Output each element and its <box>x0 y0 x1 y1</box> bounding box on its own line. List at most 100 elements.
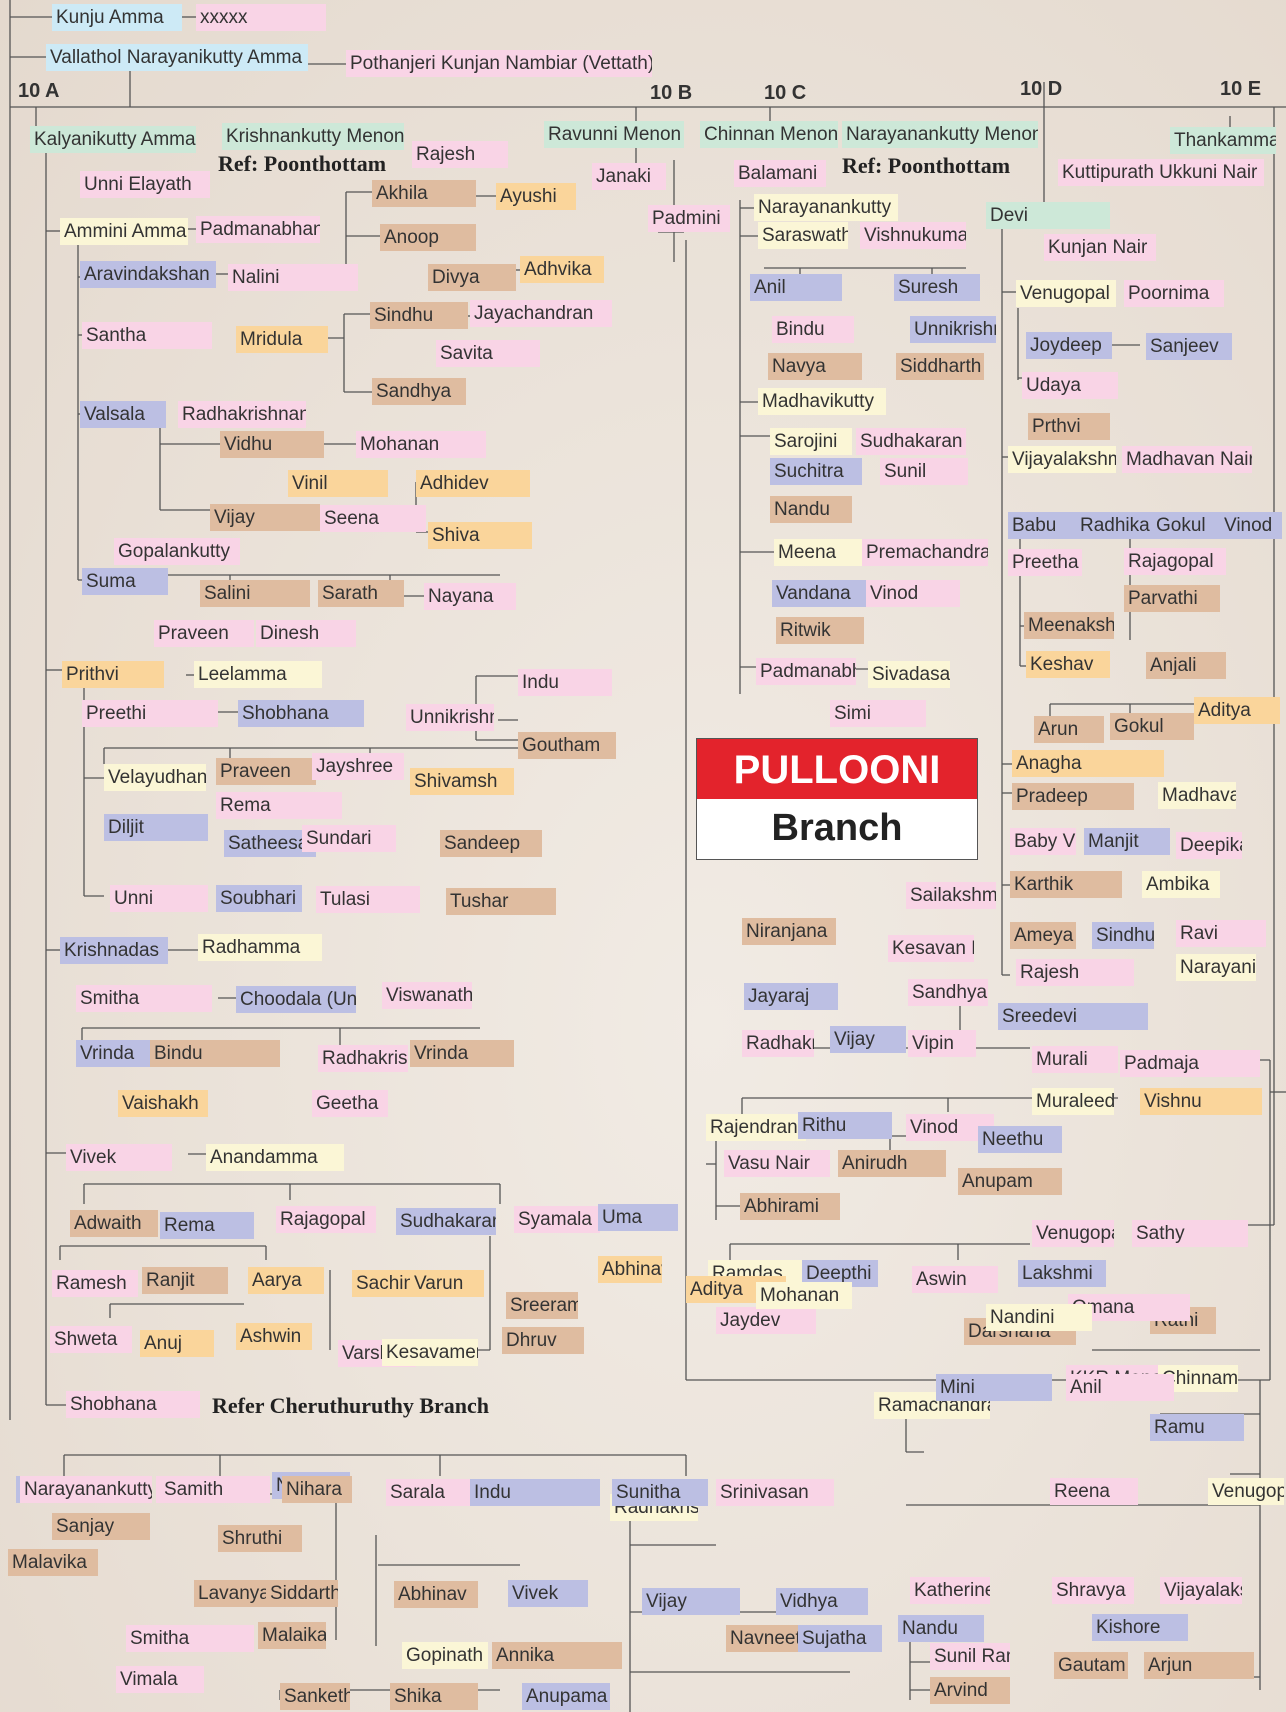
person-node: Leelamma <box>194 661 322 688</box>
person-node: Vijay <box>210 504 320 531</box>
person-node: Thankamma <box>1170 127 1276 154</box>
person-node: Santha <box>82 322 212 349</box>
person-node: Prithvi <box>62 661 164 688</box>
person-node: Shobhana <box>66 1391 200 1418</box>
person-node: Adwaith <box>70 1210 158 1237</box>
person-node: Srinivasan <box>716 1479 834 1506</box>
person-node: Sarath <box>318 580 404 607</box>
person-node: Geetha <box>312 1090 388 1117</box>
person-node: Gopinath <box>402 1642 488 1669</box>
person-node: Abhirami <box>740 1193 840 1220</box>
person-node: Vivek <box>66 1144 172 1171</box>
person-node: Adhvika <box>520 256 604 283</box>
person-node: Radhamma <box>198 934 322 961</box>
person-node: Vijayalakshmi <box>1160 1577 1242 1604</box>
person-node: Divya <box>428 264 516 291</box>
person-node: Sundari <box>302 825 396 852</box>
person-node: Dinesh <box>256 620 356 647</box>
person-node: Ritwik <box>776 617 864 644</box>
branch-subtitle: Branch <box>771 807 903 849</box>
person-node: Narayanikutty <box>1176 954 1256 981</box>
person-node: Reena <box>1050 1478 1138 1505</box>
person-node: Vinil <box>288 470 388 497</box>
person-node: Sivadasan <box>868 661 950 688</box>
person-node: Premachandran <box>862 539 988 566</box>
person-node: Nandu <box>770 496 852 523</box>
person-node: Abhinav <box>394 1581 478 1608</box>
person-node: Uma <box>598 1204 678 1231</box>
person-node: Babu <box>1008 512 1084 539</box>
person-node: Krishnadas <box>60 937 168 964</box>
person-node: Niranjana <box>742 918 836 945</box>
person-node: Gautam <box>1054 1652 1128 1679</box>
person-node: Unni <box>110 885 208 912</box>
person-node: Rithu <box>798 1112 892 1139</box>
person-node: Sunil Ramdas <box>930 1643 1010 1670</box>
person-node: Jayaraj <box>744 983 838 1010</box>
person-node: Vishnukumar <box>860 222 966 249</box>
person-node: Anuj <box>140 1330 214 1357</box>
person-node: Smitha <box>76 985 212 1012</box>
person-node: Navya <box>768 353 862 380</box>
person-node: Bindu <box>772 316 854 343</box>
person-node: Sandhya <box>372 378 466 405</box>
person-node: Sarojini <box>770 428 852 455</box>
person-node: Narayanankutty <box>20 1476 152 1503</box>
person-node: Baby Vinodini <box>1010 828 1076 855</box>
person-node: Gokul <box>1110 713 1194 740</box>
person-node: Meenakshi <box>1024 612 1114 639</box>
person-node: Abhinav <box>598 1256 662 1283</box>
person-node: Madhavankutty <box>1158 782 1236 809</box>
person-node: Ravunni Menon <box>544 121 684 148</box>
person-node: Rajesh <box>1016 959 1134 986</box>
person-node: Goutham <box>518 732 616 759</box>
person-node: Shobhana <box>238 700 364 727</box>
person-node: Kunjan Nair <box>1044 234 1156 261</box>
person-node: Anjali <box>1146 652 1226 679</box>
person-node: Ashwin <box>236 1323 312 1350</box>
person-node: Shweta <box>50 1326 132 1353</box>
person-node: Sreedevi <box>998 1003 1148 1030</box>
person-node: Satheesan <box>224 830 316 857</box>
person-node: Vrinda <box>410 1040 514 1067</box>
person-node: Radhakrishnan <box>742 1030 814 1057</box>
person-node: Arjun <box>1144 1652 1254 1679</box>
person-node: Shika <box>390 1683 478 1710</box>
person-node: Manjit <box>1084 828 1170 855</box>
person-node: Jayshree <box>312 753 404 780</box>
person-node: Lakshmi <box>1018 1260 1106 1287</box>
person-node: Savita <box>436 340 540 367</box>
person-node: Aswin <box>912 1266 998 1293</box>
person-node: Joydeep <box>1026 332 1112 359</box>
person-node: Katherine <box>910 1577 990 1604</box>
person-node: Vijay <box>830 1026 906 1053</box>
person-node: Nayana <box>424 583 516 610</box>
person-node: Vandana <box>772 580 876 607</box>
person-node: Adhidev <box>416 470 530 497</box>
person-node: Keshav <box>1026 651 1110 678</box>
person-node: Sudhakaran <box>396 1208 496 1235</box>
person-node: Indu <box>518 669 612 696</box>
person-node: Venugopal <box>1016 280 1116 307</box>
person-node: Padmini <box>648 205 730 232</box>
person-node: Venugopal <box>1032 1220 1114 1247</box>
person-node: Unnikrishnan <box>406 704 494 731</box>
person-node: Anandamma <box>206 1144 344 1171</box>
person-node: Diljit <box>104 814 208 841</box>
person-node: Saraswathi <box>758 222 848 249</box>
branch-header: 10 B <box>650 82 693 104</box>
person-node: Janaki <box>592 163 666 190</box>
person-node: Narayanankutty <box>754 194 898 221</box>
person-node: Preetha <box>1008 549 1082 576</box>
person-node: Ranjit <box>142 1267 228 1294</box>
person-node: Udaya <box>1022 372 1118 399</box>
person-node: Ramu <box>1150 1414 1244 1441</box>
person-node: Rajagopal <box>1124 548 1226 575</box>
person-node: Varun <box>410 1270 484 1297</box>
person-node: Sujatha <box>798 1625 882 1652</box>
branch-header: 10 A <box>18 80 60 102</box>
person-node: Vipin <box>908 1030 976 1057</box>
person-node: Murali <box>1032 1046 1118 1073</box>
person-node: Velayudhan (Babu) <box>104 764 206 791</box>
person-node: Vijay <box>642 1588 740 1615</box>
